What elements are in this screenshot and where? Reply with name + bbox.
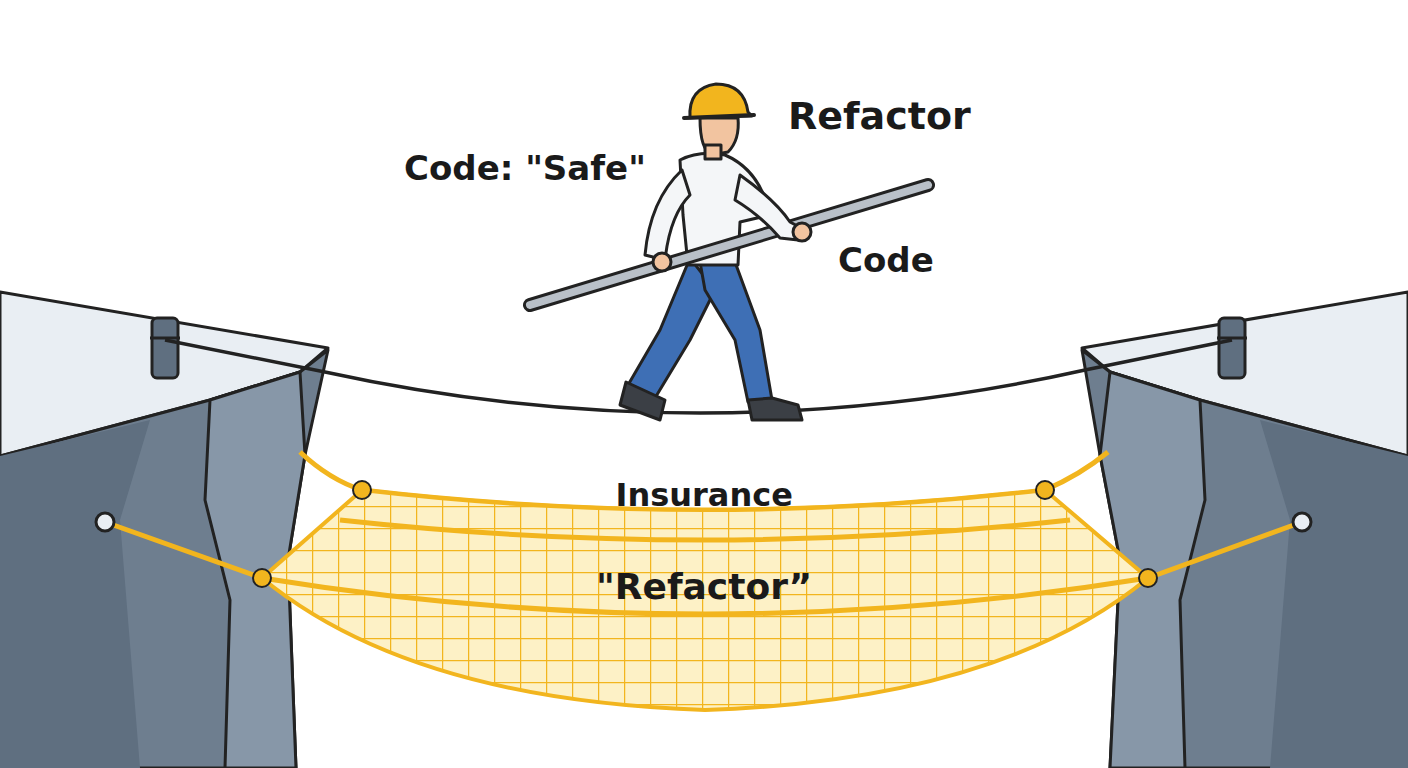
tightrope	[165, 340, 1232, 413]
text-label: Refactor	[788, 94, 971, 138]
text-label: Insurance	[616, 476, 793, 514]
safety-net	[96, 452, 1311, 710]
rope-post	[1217, 318, 1247, 378]
rope-post	[150, 318, 180, 378]
text-label: Code: "Safe"	[404, 148, 646, 188]
right-cliff	[1082, 292, 1408, 768]
text-label: Code	[838, 240, 934, 280]
text-label: "Refactor”	[596, 566, 812, 607]
